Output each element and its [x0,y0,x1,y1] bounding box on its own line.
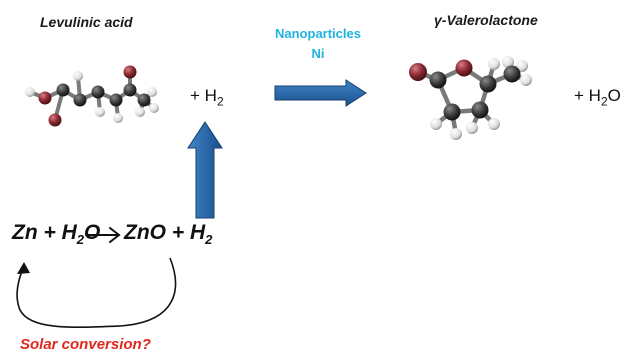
hydrogen-term: + H2 [190,86,224,109]
atom-carbon [471,101,489,119]
atom-hydrogen [25,87,35,97]
atom-carbon [137,93,151,107]
atom-oxygen [409,63,427,81]
atom-carbon [56,83,70,97]
atom-hydrogen [488,118,500,130]
atom-hydrogen [430,118,442,130]
eq-zn: Zn [12,221,38,244]
atom-hydrogen [149,103,159,113]
atom-hydrogen [488,58,500,70]
zinc-reaction-equation: Zn + H2O [12,221,100,247]
equation-arrow-icon [85,227,121,243]
atom-carbon [91,85,105,99]
atom-carbon [479,75,497,93]
atom-hydrogen [466,122,478,134]
levulinic-acid-molecule [25,65,159,127]
atom-hydrogen [502,56,514,68]
atom-hydrogen [147,87,157,97]
atom-oxygen [455,59,473,77]
eq-plus-1: + [43,221,56,244]
atom-carbon [123,83,137,97]
atom-hydrogen [516,60,528,72]
atom-carbon [503,65,521,83]
atom-carbon [429,71,447,89]
atom-hydrogen [450,128,462,140]
eq-water: H2O [61,221,101,248]
recycle-loop-icon [16,257,177,328]
catalyst-label-line2: Ni [311,46,325,61]
catalyst-label-line1: Nanoparticles [275,26,361,41]
eq-hydrogen: H2 [189,221,213,248]
zinc-reaction-products: ZnO + H2 [124,221,212,247]
water-term: + H2O [574,86,621,109]
solar-conversion-label: Solar conversion? [20,336,151,353]
atom-carbon [73,93,87,107]
eq-zno: ZnO [124,221,166,244]
product-label: γ-Valerolactone [434,12,538,28]
atom-hydrogen [520,74,532,86]
atom-hydrogen [95,107,105,117]
atom-hydrogen [135,107,145,117]
hydrogen-supply-arrow-icon [187,121,223,219]
atom-hydrogen [73,71,83,81]
atom-carbon [443,103,461,121]
atom-oxygen [123,65,137,79]
atom-hydrogen [113,113,123,123]
reaction-arrow-icon [274,79,367,107]
reactant-label: Levulinic acid [40,14,133,30]
valerolactone-molecule [409,56,532,140]
atom-oxygen [48,113,62,127]
eq-plus-2: + [171,221,185,244]
atom-oxygen [38,91,52,105]
atom-carbon [109,93,123,107]
